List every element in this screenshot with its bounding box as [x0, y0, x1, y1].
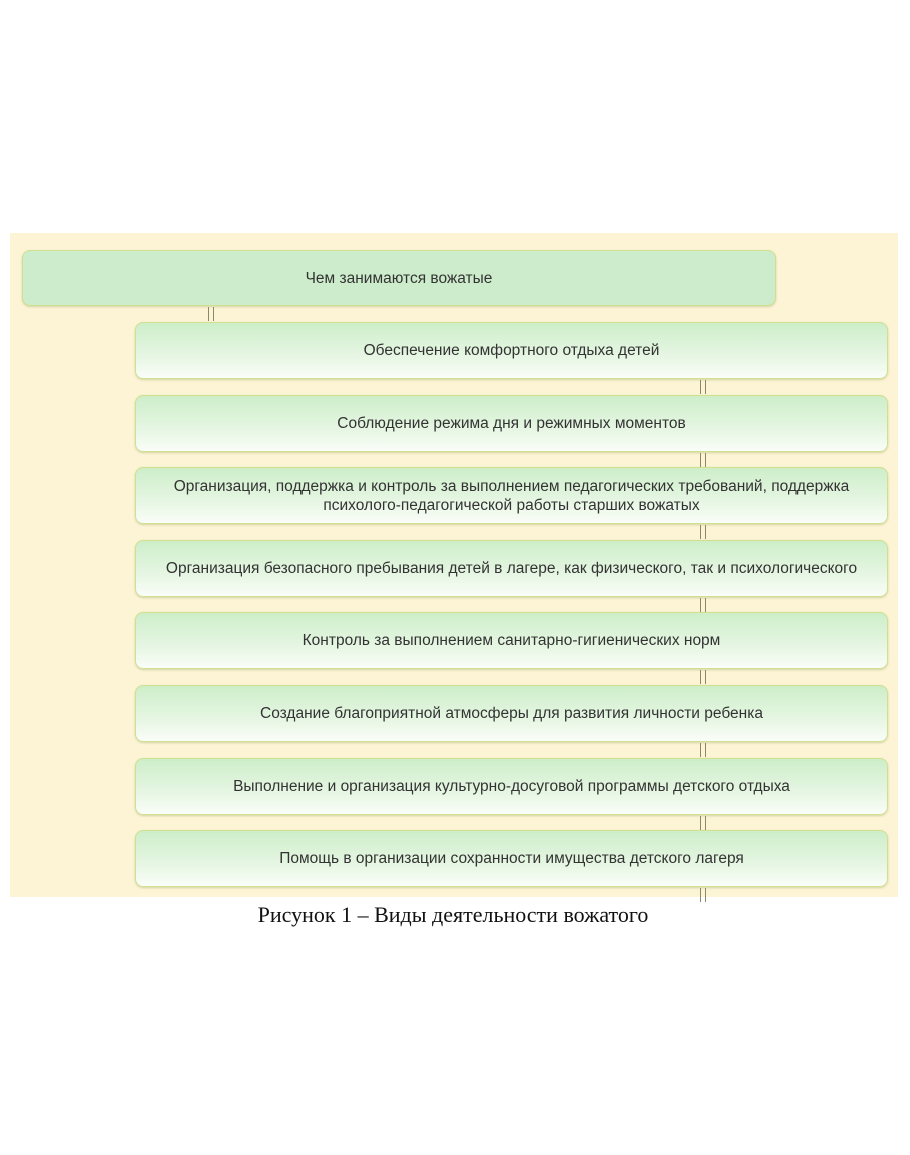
activity-node: Контроль за выполнением санитарно-гигиен… [135, 612, 888, 669]
connector [700, 670, 706, 684]
connector [700, 380, 706, 394]
activity-node: Соблюдение режима дня и режимных моменто… [135, 395, 888, 452]
activity-node: Помощь в организации сохранности имущест… [135, 830, 888, 887]
connector [700, 816, 706, 830]
connector [208, 307, 214, 321]
figure-caption: Рисунок 1 – Виды деятельности вожатого [257, 902, 649, 927]
root-node: Чем занимаются вожатые [22, 250, 776, 306]
connector [700, 598, 706, 612]
activity-node: Создание благоприятной атмосферы для раз… [135, 685, 888, 742]
connector [700, 743, 706, 757]
activity-node: Организация, поддержка и контроль за вып… [135, 467, 888, 524]
connector [700, 888, 706, 902]
connector [700, 525, 706, 539]
activity-node: Выполнение и организация культурно-досуг… [135, 758, 888, 815]
activity-node: Обеспечение комфортного отдыха детей [135, 322, 888, 379]
activity-node: Организация безопасного пребывания детей… [135, 540, 888, 597]
connector [700, 453, 706, 467]
